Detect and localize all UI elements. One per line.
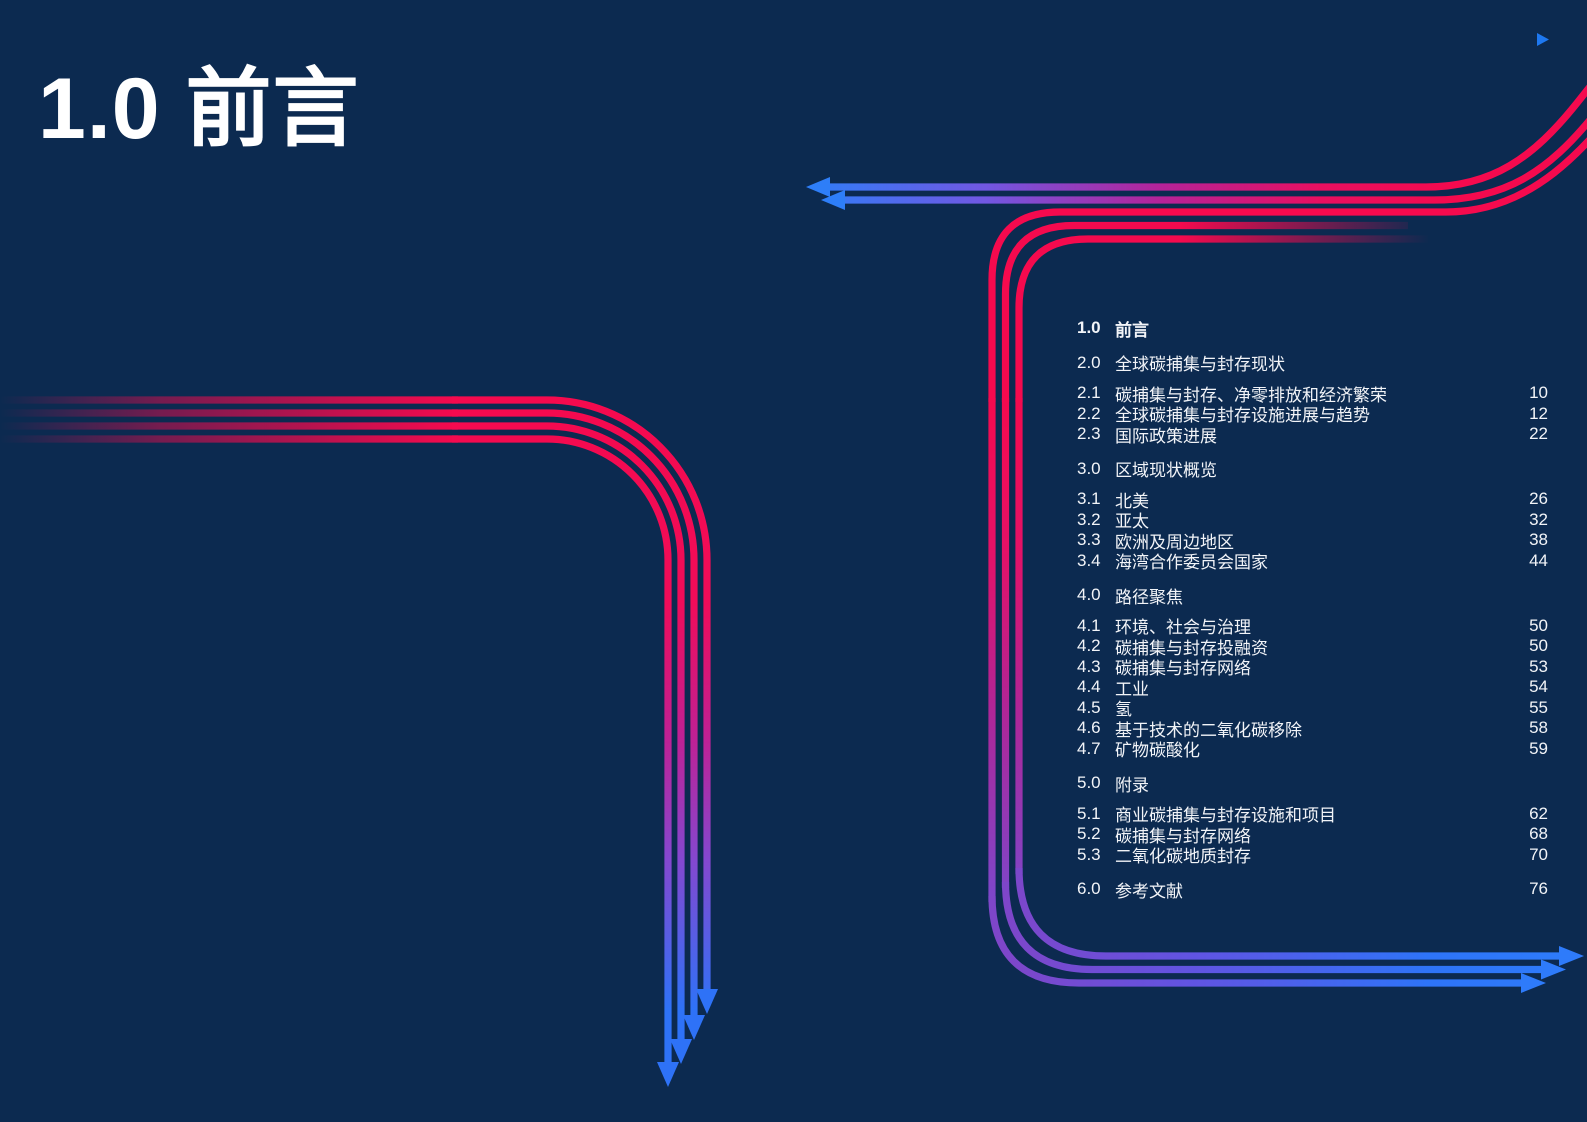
toc-row-page: 54: [1529, 677, 1548, 697]
toc-row[interactable]: 4.3 碳捕集与封存网络 53: [1077, 656, 1548, 679]
toc-row-title: 全球碳捕集与封存现状: [1115, 355, 1285, 375]
arrow-down-icon: [670, 1039, 692, 1064]
toc-row-number: 5.1: [1077, 803, 1101, 823]
toc-row-number: 1.0: [1077, 318, 1101, 338]
toc-row[interactable]: 4.4 工业 54: [1077, 677, 1548, 699]
toc-row-title: 附录: [1115, 775, 1149, 795]
toc-row-number: 2.3: [1077, 424, 1101, 444]
toc-row-number: 3.4: [1077, 550, 1101, 570]
toc-row-title: 全球碳捕集与封存设施进展与趋势: [1115, 406, 1370, 426]
toc-row[interactable]: 2.3 国际政策进展 22: [1077, 424, 1548, 446]
toc-row-number: 4.6: [1077, 718, 1101, 738]
toc-row-number: 2.0: [1077, 352, 1101, 372]
toc-row-title: 碳捕集与封存网络: [1115, 659, 1251, 679]
toc-row-title: 矿物碳酸化: [1115, 741, 1200, 761]
toc-row-title: 基于技术的二氧化碳移除: [1115, 720, 1302, 740]
toc-row-page: 10: [1529, 383, 1548, 403]
toc-row[interactable]: 5.0 附录: [1077, 773, 1548, 795]
toc-row[interactable]: 1.0 前言: [1077, 318, 1548, 340]
toc-row[interactable]: 3.4 海湾合作委员会国家 44: [1077, 550, 1548, 573]
toc-row-title: 路径聚焦: [1115, 587, 1183, 607]
toc-row[interactable]: 4.1 环境、社会与治理 50: [1077, 615, 1548, 638]
toc-row-number: 2.2: [1077, 403, 1101, 423]
toc-row-page: 32: [1529, 509, 1548, 529]
toc-row-title: 欧洲及周边地区: [1115, 532, 1234, 552]
toc-row-number: 3.0: [1077, 458, 1101, 478]
toc-row-page: 38: [1529, 530, 1548, 550]
toc-row-title: 区域现状概览: [1115, 461, 1217, 481]
toc-row[interactable]: 5.2 碳捕集与封存网络 68: [1077, 824, 1548, 846]
toc-row-page: 50: [1529, 615, 1548, 635]
toc-row[interactable]: 3.3 欧洲及周边地区 38: [1077, 530, 1548, 552]
toc-row-page: 55: [1529, 697, 1548, 717]
toc-row[interactable]: 5.1 商业碳捕集与封存设施和项目 62: [1077, 803, 1548, 826]
toc-row-title: 亚太: [1115, 512, 1149, 532]
toc-row-title: 参考文献: [1115, 881, 1183, 901]
toc-row-page: 22: [1529, 424, 1548, 444]
arrow-right-icon: [1541, 959, 1566, 980]
toc-row-page: 62: [1529, 803, 1548, 823]
toc-row-number: 5.0: [1077, 773, 1101, 793]
toc-row-number: 4.1: [1077, 615, 1101, 635]
toc-row-title: 碳捕集与封存投融资: [1115, 638, 1268, 658]
toc-row-title: 碳捕集与封存网络: [1115, 826, 1251, 846]
toc-row-number: 5.2: [1077, 824, 1101, 844]
arrow-left-icon: [806, 177, 830, 197]
toc-row-page: 44: [1529, 550, 1548, 570]
toc-row-number: 4.5: [1077, 697, 1101, 717]
toc-row-page: 50: [1529, 636, 1548, 656]
toc-row-page: 12: [1529, 403, 1548, 423]
page-title: 1.0 前言: [38, 61, 360, 157]
toc-row-number: 2.1: [1077, 383, 1101, 403]
toc-row-title: 国际政策进展: [1115, 426, 1217, 446]
toc-row[interactable]: 2.2 全球碳捕集与封存设施进展与趋势 12: [1077, 403, 1548, 426]
toc-row-title: 海湾合作委员会国家: [1115, 553, 1268, 573]
toc-row[interactable]: 4.2 碳捕集与封存投融资 50: [1077, 636, 1548, 658]
toc-row[interactable]: 6.0 参考文献 76: [1077, 879, 1548, 901]
arrow-right-icon: [1559, 946, 1584, 966]
toc-row[interactable]: 3.0 区域现状概览: [1077, 458, 1548, 481]
toc-row-number: 3.2: [1077, 509, 1101, 529]
toc-row-number: 3.3: [1077, 530, 1101, 550]
toc-row[interactable]: 4.6 基于技术的二氧化碳移除 58: [1077, 718, 1548, 740]
toc-row-number: 6.0: [1077, 879, 1101, 899]
toc-row-title: 氢: [1115, 700, 1132, 720]
toc-row-title: 前言: [1115, 320, 1149, 340]
toc-row[interactable]: 4.5 氢 55: [1077, 697, 1548, 720]
toc-row-page: 53: [1529, 656, 1548, 676]
toc-row-number: 4.7: [1077, 738, 1101, 758]
toc-row[interactable]: 4.0 路径聚焦: [1077, 585, 1548, 607]
toc-row-number: 4.3: [1077, 656, 1101, 676]
arrow-down-icon: [683, 1015, 705, 1040]
toc-row-page: 76: [1529, 879, 1548, 899]
toc-row-number: 4.4: [1077, 677, 1101, 697]
toc-row-number: 5.3: [1077, 844, 1101, 864]
toc-row-number: 4.0: [1077, 585, 1101, 605]
toc-row-title: 环境、社会与治理: [1115, 618, 1251, 638]
arrow-down-icon: [696, 989, 718, 1014]
small-play-triangle-icon: [1537, 33, 1549, 46]
toc-row[interactable]: 4.7 矿物碳酸化 59: [1077, 738, 1548, 761]
toc-row-page: 59: [1529, 738, 1548, 758]
toc-row[interactable]: 5.3 二氧化碳地质封存 70: [1077, 844, 1548, 867]
toc-row-number: 3.1: [1077, 489, 1101, 509]
toc-row-title: 北美: [1115, 491, 1149, 511]
toc-row-title: 二氧化碳地质封存: [1115, 847, 1251, 867]
toc-row[interactable]: 3.1 北美 26: [1077, 489, 1548, 511]
toc-row-title: 碳捕集与封存、净零排放和经济繁荣: [1115, 385, 1387, 405]
arrow-right-icon: [1521, 973, 1546, 993]
toc-row[interactable]: 3.2 亚太 32: [1077, 509, 1548, 532]
toc-row-page: 68: [1529, 824, 1548, 844]
toc-row-page: 26: [1529, 489, 1548, 509]
toc-row[interactable]: 2.0 全球碳捕集与封存现状: [1077, 352, 1548, 375]
toc-row-page: 70: [1529, 844, 1548, 864]
toc-row-title: 工业: [1115, 679, 1149, 699]
toc-row-page: 58: [1529, 718, 1548, 738]
toc-row[interactable]: 2.1 碳捕集与封存、净零排放和经济繁荣 10: [1077, 383, 1548, 405]
arrow-left-icon: [821, 190, 845, 210]
toc-row-number: 4.2: [1077, 636, 1101, 656]
arrow-down-icon: [657, 1062, 679, 1087]
toc-row-title: 商业碳捕集与封存设施和项目: [1115, 806, 1336, 826]
